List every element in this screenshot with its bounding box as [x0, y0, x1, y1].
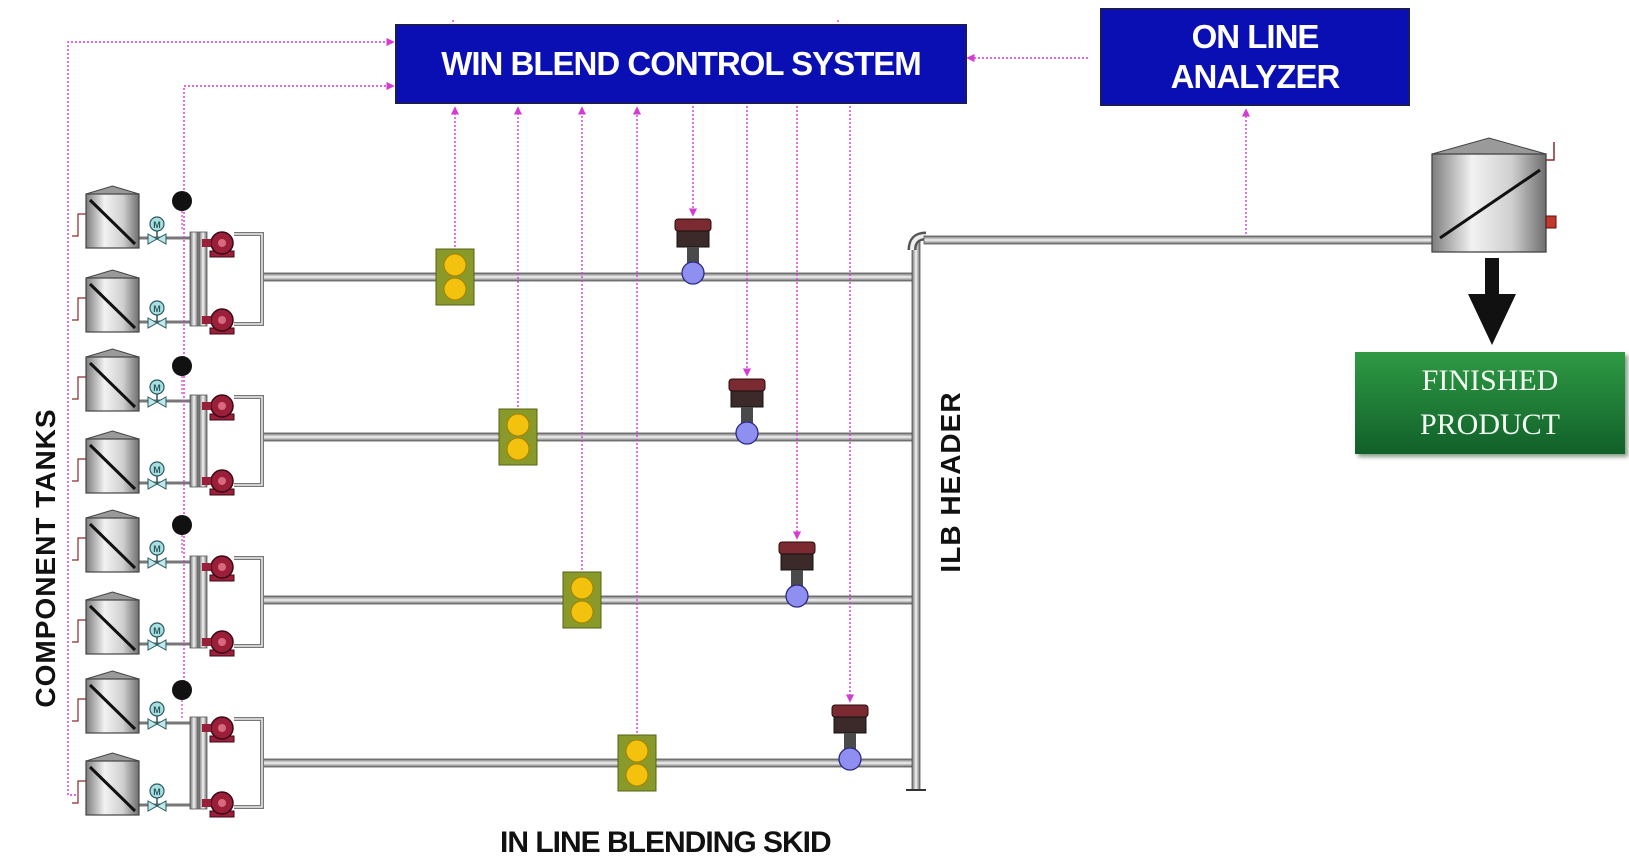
component-tank — [85, 185, 140, 249]
suction-manifold — [198, 231, 208, 327]
motor-valve-icon: M — [147, 540, 167, 569]
control-system-label: WIN BLEND CONTROL SYSTEM — [441, 45, 922, 82]
centrifugal-pump-icon — [202, 630, 235, 657]
svg-text:M: M — [153, 787, 161, 797]
centrifugal-pump-icon — [202, 469, 235, 496]
ilb-header-pipe — [911, 239, 921, 791]
tank-nozzle — [72, 537, 86, 561]
control-valve-icon — [778, 541, 816, 608]
svg-text:M: M — [153, 304, 161, 314]
svg-text:M: M — [153, 626, 161, 636]
analyzer-label-line2: ANALYZER — [1170, 58, 1341, 95]
tank-signal-inner — [183, 81, 395, 690]
finished-product-line1: FINISHED — [1421, 364, 1559, 397]
svg-text:M: M — [153, 544, 161, 554]
tank-nozzle — [72, 619, 86, 643]
centrifugal-pump-icon — [202, 231, 235, 258]
discharge-header — [234, 556, 264, 648]
suction-manifold — [189, 716, 199, 810]
stream-pipe — [261, 758, 916, 768]
tank-nozzle — [72, 213, 86, 237]
product-pipe — [923, 235, 1439, 245]
flow-meter-icon — [562, 571, 602, 629]
component-tank — [85, 430, 140, 494]
tank-signal-outer — [67, 37, 395, 796]
centrifugal-pump-icon — [202, 791, 235, 818]
component-tank — [85, 509, 140, 573]
status-dot-icon — [172, 515, 192, 535]
motor-valve-icon: M — [147, 216, 167, 245]
centrifugal-pump-icon — [202, 308, 235, 335]
finished-product-line2: PRODUCT — [1419, 408, 1561, 441]
stream-pipe — [261, 272, 916, 282]
control-valve-icon — [674, 218, 712, 285]
motor-valve-icon: M — [147, 379, 167, 408]
centrifugal-pump-icon — [202, 716, 235, 743]
discharge-header — [234, 395, 264, 487]
discharge-header-highlight — [234, 557, 263, 647]
svg-text:M: M — [153, 705, 161, 715]
component-tanks-label: COMPONENT TANKS — [30, 408, 61, 708]
svg-text:M: M — [153, 383, 161, 393]
control-system-box: WIN BLEND CONTROL SYSTEM — [395, 24, 967, 104]
online-analyzer-box: ON LINE ANALYZER — [1100, 8, 1410, 106]
control-valve-icon — [831, 704, 869, 771]
motor-valve-icon: M — [147, 701, 167, 730]
status-dot-icon — [172, 191, 192, 211]
motor-valve-icon: M — [147, 461, 167, 490]
motor-valve-icon: M — [147, 300, 167, 329]
tank-nozzle — [72, 458, 86, 482]
tank-nozzle — [72, 376, 86, 400]
flow-meter-icon — [617, 734, 657, 792]
product-arrow-head — [1468, 294, 1516, 345]
discharge-header — [234, 717, 264, 809]
motor-valve-icon: M — [147, 622, 167, 651]
flow-meter-icon — [435, 248, 475, 306]
tank-nozzle — [72, 297, 86, 321]
suction-manifold — [189, 231, 199, 327]
suction-manifold — [198, 555, 208, 649]
analyzer-label-line1: ON LINE — [1191, 18, 1320, 55]
finished-product-box: FINISHED PRODUCT — [1355, 352, 1625, 454]
discharge-header-highlight — [234, 233, 263, 325]
status-dot-icon — [172, 680, 192, 700]
finished-tank — [1431, 137, 1557, 253]
product-arrow-shaft — [1485, 258, 1499, 296]
svg-text:M: M — [153, 220, 161, 230]
blending-skid-label: IN LINE BLENDING SKID — [500, 826, 832, 859]
component-tank — [85, 269, 140, 333]
component-tank — [85, 591, 140, 655]
suction-manifold — [189, 394, 199, 488]
ilb-header-label: ILB HEADER — [935, 391, 966, 573]
component-tank — [85, 752, 140, 816]
centrifugal-pump-icon — [202, 555, 235, 582]
svg-text:M: M — [153, 465, 161, 475]
centrifugal-pump-icon — [202, 394, 235, 421]
component-tank — [85, 670, 140, 734]
suction-manifold — [198, 394, 208, 488]
flow-meter-icon — [498, 408, 538, 466]
component-tank — [85, 348, 140, 412]
suction-manifold — [189, 555, 199, 649]
suction-manifold — [198, 716, 208, 810]
status-dot-icon — [172, 356, 192, 376]
stream-pipe — [261, 432, 916, 442]
tank-nozzle — [72, 780, 86, 804]
discharge-header — [234, 232, 264, 326]
discharge-header-highlight — [234, 396, 263, 486]
control-valve-icon — [728, 378, 766, 445]
tank-nozzle — [72, 698, 86, 722]
motor-valve-icon: M — [147, 783, 167, 812]
discharge-header-highlight — [234, 718, 263, 808]
